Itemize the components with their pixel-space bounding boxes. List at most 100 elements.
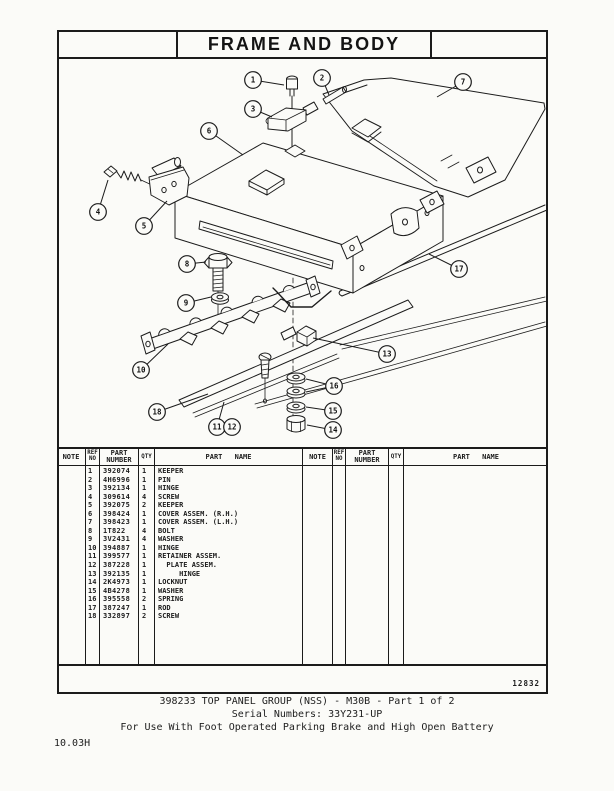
ref-no-cell: 3 [88,484,93,493]
callout-8: 8 [178,255,207,273]
callout-3: 3 [244,100,273,118]
col-note-left: NOTE [57,449,86,664]
callout-5-circle [135,217,153,235]
part-name-cell: COVER ASSEM. (R.H.) [158,509,239,518]
ref-no-cell: 9 [88,535,93,544]
qty-cell: 2 [142,595,147,604]
part-number-cell: 392074 [103,467,131,475]
part-number-cell: 398423 [103,518,131,527]
ref-no-cell: 4 [88,492,93,501]
ref-no-cell: 6 [88,509,93,518]
part-name-cell: WASHER [158,535,184,544]
col-ref-right: REF NO [333,449,346,664]
bolt-washer-art [203,253,233,331]
svg-text:13: 13 [382,350,392,359]
part-name-cell: WASHER [158,586,184,595]
qty-cell: 1 [142,603,147,612]
svg-text:2: 2 [320,74,325,83]
part-number-cell: 332897 [103,612,131,621]
callout-5: 5 [135,200,168,235]
part-number-cell: 395558 [103,595,131,604]
part-number-cell: 399577 [103,552,131,561]
ref-no-cell: 5 [88,501,93,510]
col-qty-right: QTY [389,449,404,664]
part-name-cell: LOCKNUT [158,578,188,587]
title-band [57,30,548,59]
svg-text:9: 9 [184,299,189,308]
ref-no-cell: 11 [88,552,97,561]
form-number: 12832 [512,679,540,688]
svg-text:18: 18 [152,408,162,417]
part-name-cell: RETAINER ASSEM. [158,552,222,561]
note-left-body [57,466,85,664]
header-qty-left: QTY [139,449,154,466]
ref-no-cell: 15 [88,586,97,595]
part-number-cell: 387228 [103,561,131,570]
part-right-body [346,466,388,664]
callout-6-circle [200,122,218,140]
qty-cell: 1 [142,484,147,493]
callout-7-circle [454,73,472,91]
callout-3-circle [244,100,262,118]
part-number-cell: 4B4278 [103,586,131,595]
part-name-cell: HINGE [158,543,180,552]
part-name-cell: SCREW [158,492,180,501]
part-name-cell: BOLT [158,526,175,535]
ref-no-cell: 10 [88,543,97,552]
qty-cell: 1 [142,586,147,595]
ref-no-cell: 16 [88,595,97,604]
ref-no-cell: 2 [88,475,93,484]
part-name-cell: ROD [158,603,171,612]
part-number-cell: 394887 [103,543,131,552]
callout-4: 4 [89,179,109,221]
top-fasteners-art [265,75,347,132]
svg-text:11: 11 [212,423,222,432]
callout-17-circle [450,260,468,278]
part-name-cell: PIN [158,475,171,484]
qty-cell: 2 [142,501,147,510]
part-number-cell: 2K4973 [103,578,131,587]
qty-cell: 1 [142,467,147,475]
figure-caption-title: 398233 TOP PANEL GROUP (NSS) - M30B - Pa… [159,696,455,707]
left-latch-art [103,157,190,206]
svg-text:12: 12 [227,423,236,432]
qty-cell: 1 [142,561,147,570]
page-code: 10.03H [54,738,91,749]
svg-text:10: 10 [136,366,146,375]
callout-16-circle [325,377,343,395]
figure-caption-serials: Serial Numbers: 33Y231-UP [231,709,383,720]
ref-no-cell: 8 [88,526,93,535]
qty-cell: 4 [142,526,147,535]
col-part-right: PART NUMBER [346,449,389,664]
cover-assembly-6-art [174,142,444,294]
part-number-cell: 392134 [103,484,131,493]
svg-text:17: 17 [454,265,463,274]
svg-text:7: 7 [461,78,466,87]
qty-cell: 4 [142,492,147,501]
ref-no-cell: 7 [88,518,93,527]
part-number-cell: 392075 [103,501,131,510]
callout-9: 9 [177,294,212,312]
qty-right-body [389,466,403,664]
callout-4-circle [89,203,107,221]
callout-15-circle [324,402,342,420]
qty-cell: 1 [142,509,147,518]
center-screw-art [258,352,272,404]
qty-cell: 1 [142,543,147,552]
callout-12-circle [223,418,241,436]
svg-text:4: 4 [96,208,101,217]
ref-no-cell: 18 [88,612,97,621]
callout-7: 7 [436,73,472,98]
part-name-cell: COVER ASSEM. (L.H.) [158,518,239,527]
part-name-cell: SPRING [158,595,184,604]
callout-14-circle [324,421,342,439]
washer-stack-art [286,372,306,433]
col-note-right: NOTE [303,449,333,664]
